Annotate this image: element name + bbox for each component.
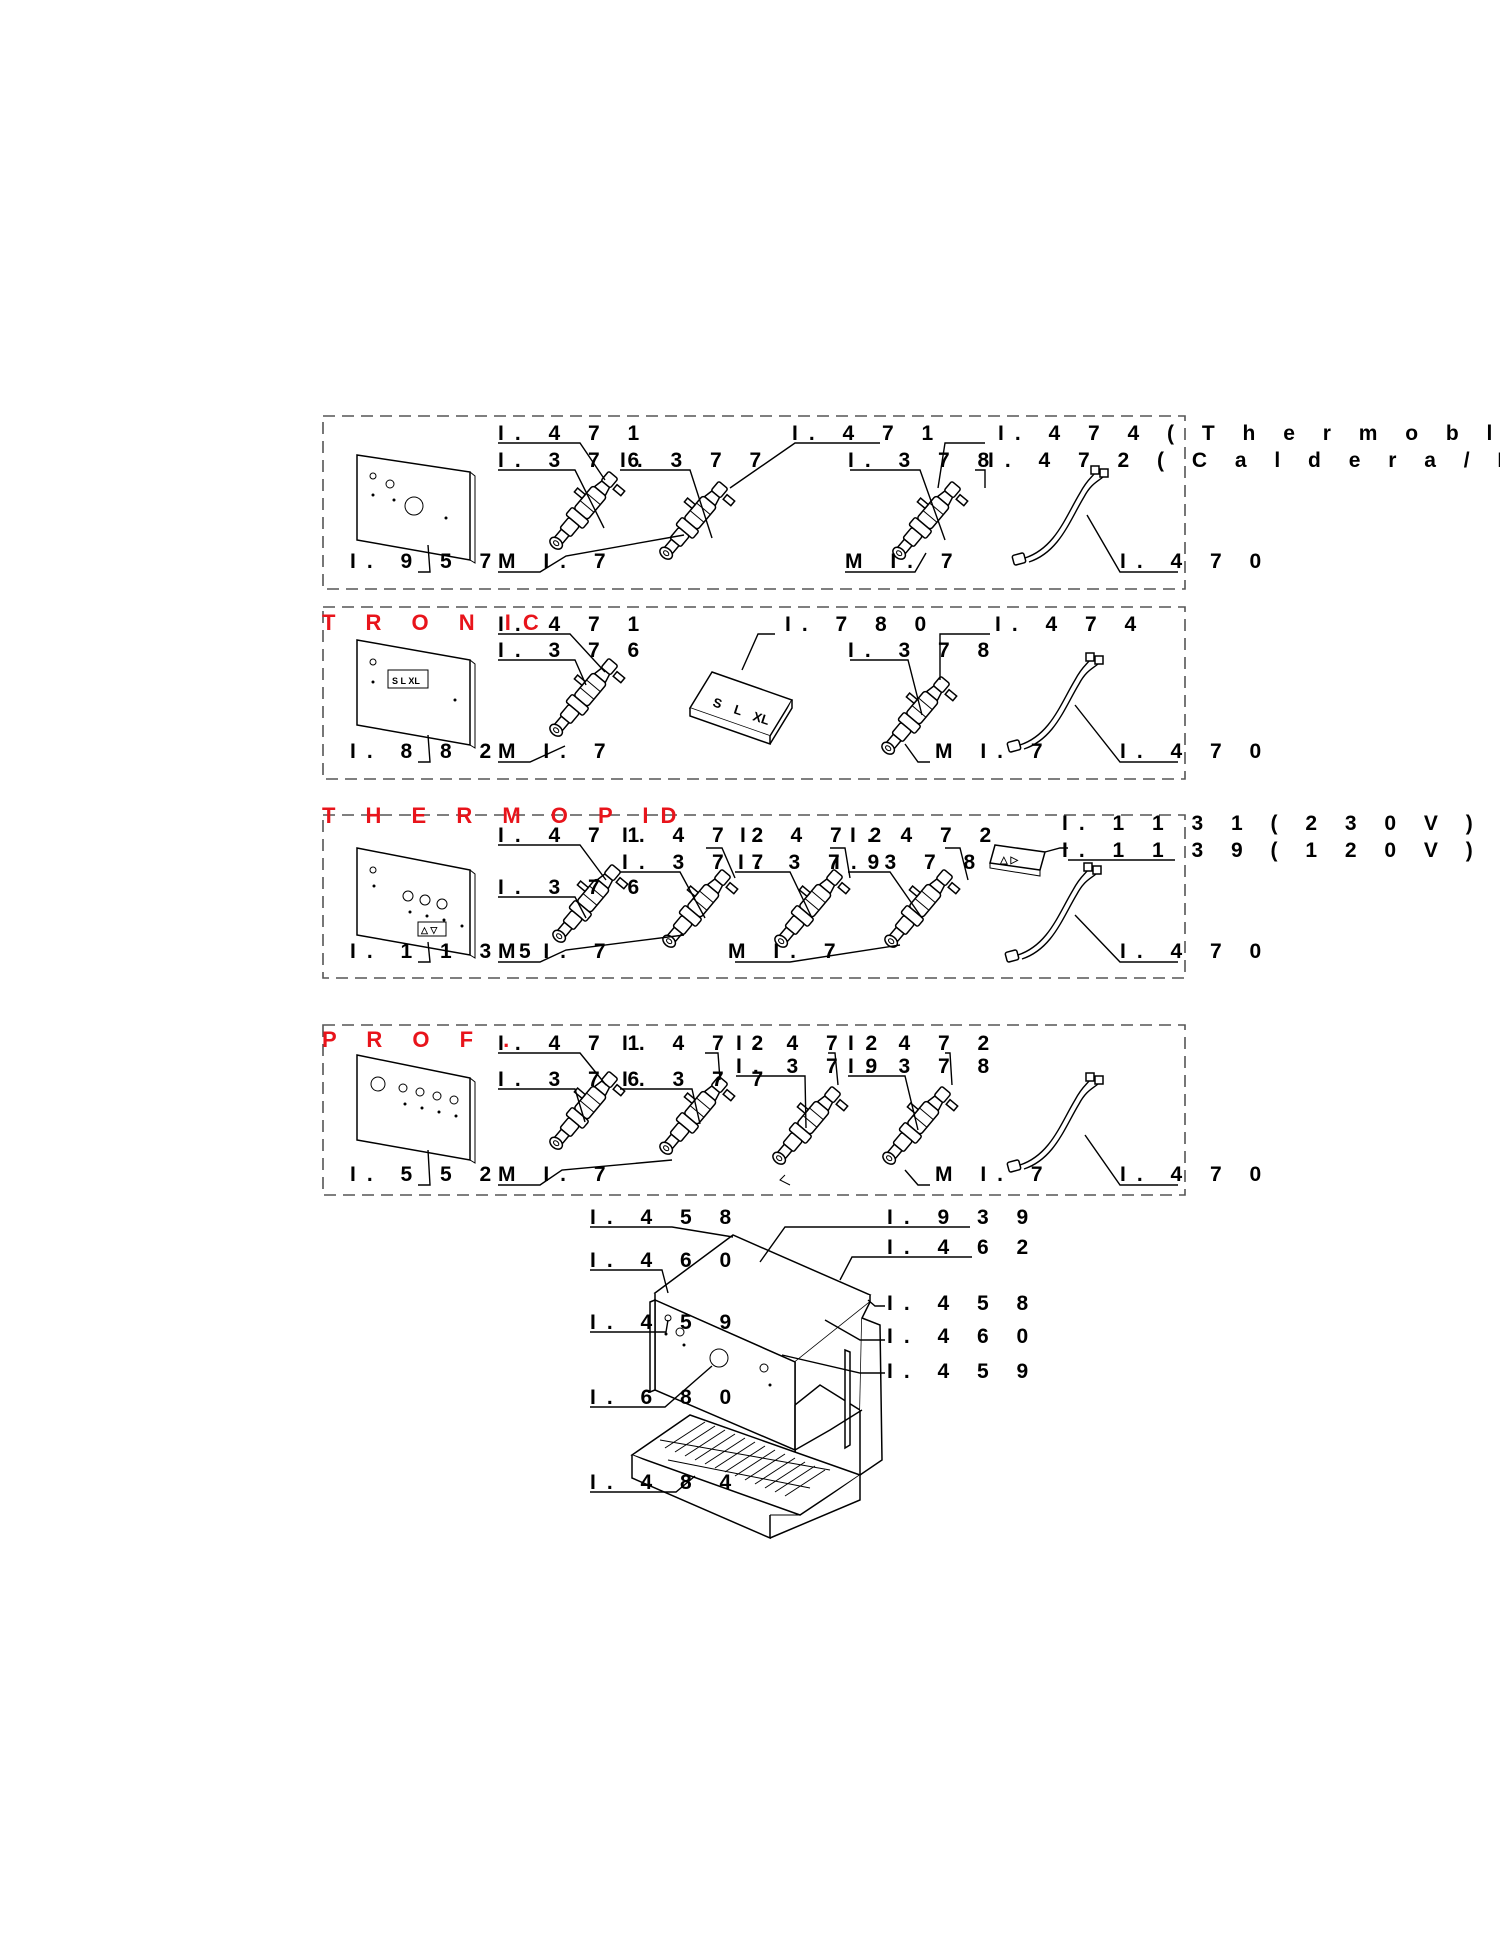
switch-icon — [537, 462, 629, 561]
switch-icon — [647, 472, 739, 571]
label: I. 7 8 0 — [785, 613, 937, 636]
label: M I. 7 — [498, 1163, 617, 1186]
label: I. 9 3 9 — [887, 1206, 1039, 1229]
label: I. 3 7 6 — [498, 449, 650, 472]
label: I. 3 7 6 — [498, 639, 650, 662]
label: M I. 7 — [845, 550, 964, 573]
label: I. 4 7 4 — [995, 613, 1147, 636]
switch-icon — [872, 860, 964, 959]
section-title: P R O F . — [322, 1027, 521, 1052]
label: I. 4 7 0 — [1120, 550, 1272, 573]
label: M I. 7 — [498, 550, 617, 573]
switch-icon — [537, 649, 629, 748]
section-thermopid: T H E R M O P ID △ ▽ △ ▷ — [322, 803, 1484, 979]
svg-text:XL: XL — [751, 709, 771, 728]
label: I. 3 7 6 — [498, 876, 650, 899]
section-prof: P R O F . I. 4 7 1 — [322, 1024, 1272, 1196]
label: I. 4 7 2 — [740, 824, 892, 847]
label: M I. 7 — [728, 940, 847, 963]
label: I. 4 8 4 — [590, 1471, 742, 1494]
label: M I. 7 — [935, 740, 1054, 763]
keypad-icon: S L XL — [688, 671, 794, 746]
section-prof-box — [322, 1024, 1186, 1196]
label: I. 4 6 2 — [887, 1236, 1039, 1259]
label: I. 1 1 3 5 — [350, 940, 542, 963]
label: I. 3 7 8 — [848, 1055, 1000, 1078]
thermopid-control-icon: △ ▷ — [989, 844, 1046, 877]
power-cable-icon — [1011, 465, 1109, 567]
switch-icon — [540, 855, 632, 954]
section-standard: I. 4 7 1 I. 3 7 6 I. 3 7 7 I. 4 7 1 I. 3… — [322, 415, 1500, 590]
label: I. 3 7 9 — [738, 851, 890, 874]
label: I. 8 8 2 — [350, 740, 502, 763]
label: I. 4 7 1 — [498, 422, 650, 445]
label: I. 3 7 8 — [848, 639, 1000, 662]
label: I. 4 7 0 — [1120, 940, 1272, 963]
label: I. 4 7 1 — [498, 824, 650, 847]
label: I. 3 7 6 — [498, 1068, 650, 1091]
section-title: T R O N IC — [322, 610, 551, 635]
label: I. 1 1 3 9 ( 1 2 0 V ) — [1062, 839, 1484, 862]
label: I. 4 7 1 — [498, 613, 650, 636]
label: I. 4 5 9 — [590, 1311, 742, 1334]
label: I. 4 7 2 — [622, 1032, 774, 1055]
label: I. 4 7 4 ( T h e r m o b l o c k ) — [998, 422, 1500, 445]
label: I. 3 7 7 — [622, 1068, 774, 1091]
coffee-machine-body: I. 4 5 8 I. 9 3 9 I. 4 6 2 I. 4 6 0 I. 4… — [590, 1206, 1039, 1540]
label: I. 3 7 7 — [622, 851, 774, 874]
label: I. 4 7 2 — [736, 1032, 888, 1055]
front-panel-prof — [356, 1054, 476, 1164]
label: I. 3 7 8 — [834, 851, 986, 874]
power-cable-icon — [1004, 862, 1102, 964]
label: I. 4 5 8 — [590, 1206, 742, 1229]
label: I. 4 7 2 — [848, 1032, 1000, 1055]
svg-text:S L XL: S L XL — [392, 676, 420, 686]
label: I. 1 1 3 1 ( 2 3 0 V ) — [1062, 812, 1484, 835]
svg-text:△ ▷: △ ▷ — [999, 855, 1019, 866]
section-thermopid-box — [322, 814, 1186, 979]
drip-grid — [659, 1421, 831, 1497]
label: I. 6 8 0 — [590, 1386, 742, 1409]
section-tronic-box — [322, 606, 1186, 780]
section-title: T H E R M O P ID — [322, 803, 688, 828]
label: I. 9 5 7 — [350, 550, 502, 573]
label: I. 3 7 7 — [620, 449, 772, 472]
svg-text:△ ▽: △ ▽ — [420, 925, 438, 935]
label: I. 4 5 9 — [887, 1360, 1039, 1383]
label: I. 3 7 9 — [736, 1055, 888, 1078]
label: I. 4 7 0 — [1120, 740, 1272, 763]
label: I. 3 7 8 — [848, 449, 1000, 472]
power-cable-icon — [1006, 652, 1104, 754]
switch-icon — [870, 1077, 962, 1176]
label: M I. 7 — [498, 940, 617, 963]
label: I. 4 7 2 ( C a l d e r a / B o i l e r ) — [988, 449, 1500, 472]
front-panel-tronic: S L XL — [356, 639, 476, 749]
label: M I. 7 — [498, 740, 617, 763]
label: I. 4 7 2 — [850, 824, 1002, 847]
section-standard-box — [322, 415, 1186, 590]
section-tronic: T R O N IC S L XL S L XL I. — [322, 606, 1272, 780]
label: I. 4 7 0 — [1120, 1163, 1272, 1186]
label: I. 4 7 1 — [792, 422, 944, 445]
front-panel-standard — [356, 454, 476, 564]
label: I. 4 7 1 — [498, 1032, 650, 1055]
power-cable-icon — [1006, 1072, 1104, 1174]
label: I. 4 6 0 — [887, 1325, 1039, 1348]
label: I. 4 5 8 — [887, 1292, 1039, 1315]
label: M I. 7 — [935, 1163, 1054, 1186]
front-panel-thermopid: △ ▽ — [356, 847, 476, 959]
label: I. 5 5 2 — [350, 1163, 502, 1186]
label: I. 4 7 2 — [622, 824, 774, 847]
label: I. 4 6 0 — [590, 1249, 742, 1272]
